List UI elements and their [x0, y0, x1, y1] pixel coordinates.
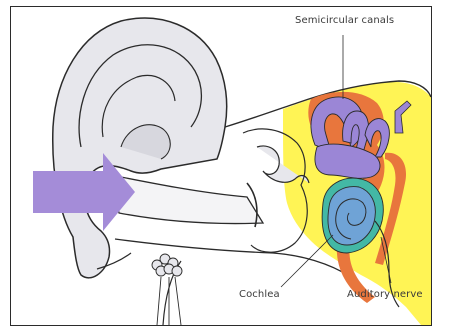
- auditory-nerve-label: Auditory nerve: [347, 289, 423, 300]
- ear-illustration: [11, 7, 431, 325]
- cochlea-leader: [281, 235, 333, 287]
- ear-canal: [111, 175, 263, 224]
- semicircular-canals-label: Semicircular canals: [295, 15, 394, 26]
- cochlea-label: Cochlea: [239, 289, 280, 300]
- ear-diagram: Semicircular canals Cochlea Auditory ner…: [10, 6, 432, 326]
- gland-cluster: [152, 254, 182, 325]
